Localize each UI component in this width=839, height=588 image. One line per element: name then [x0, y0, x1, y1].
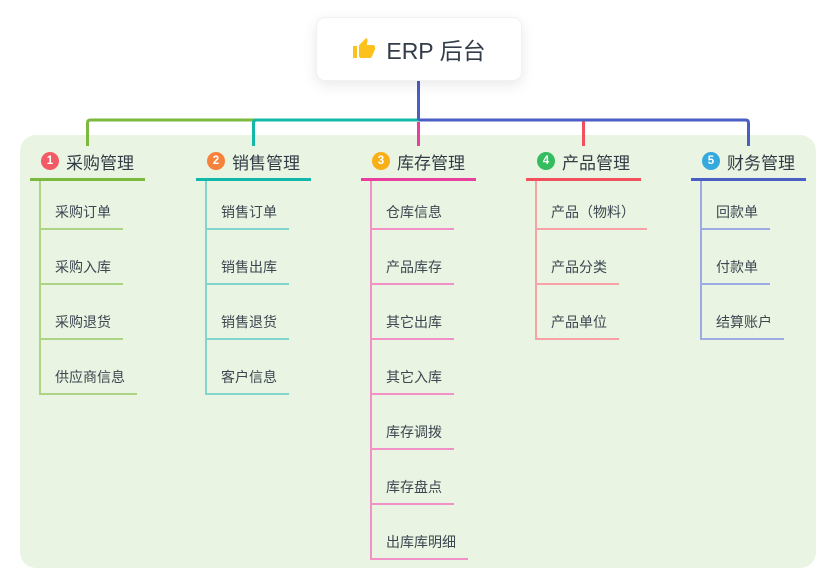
branch-number-badge: 1	[41, 152, 59, 170]
child-node[interactable]: 出库库明细	[371, 532, 468, 560]
child-node[interactable]: 供应商信息	[40, 367, 137, 395]
branch-node[interactable]: 4 产品管理	[526, 148, 641, 181]
branch-label: 库存管理	[397, 153, 465, 173]
thumbs-up-icon	[353, 38, 376, 58]
child-node[interactable]: 采购入库	[40, 257, 123, 285]
child-node[interactable]: 付款单	[701, 257, 770, 285]
branch-number-badge: 2	[207, 152, 225, 170]
branch-number-badge: 4	[537, 152, 555, 170]
branch-label: 财务管理	[727, 153, 795, 173]
branch-label: 销售管理	[232, 153, 300, 173]
root-title: ERP 后台	[386, 38, 486, 64]
root-node[interactable]: ERP 后台	[316, 17, 522, 81]
branch-node[interactable]: 5 财务管理	[691, 148, 806, 181]
child-node[interactable]: 采购退货	[40, 312, 123, 340]
child-node[interactable]: 销售退货	[206, 312, 289, 340]
child-node[interactable]: 产品（物料）	[536, 202, 647, 230]
connector	[252, 118, 419, 146]
child-node[interactable]: 产品单位	[536, 312, 619, 340]
child-node[interactable]: 销售出库	[206, 257, 289, 285]
child-node[interactable]: 客户信息	[206, 367, 289, 395]
branch-number-badge: 3	[372, 152, 390, 170]
branch-label: 产品管理	[562, 153, 630, 173]
branch-label: 采购管理	[66, 153, 134, 173]
child-node[interactable]: 仓库信息	[371, 202, 454, 230]
child-node[interactable]: 其它入库	[371, 367, 454, 395]
child-node[interactable]: 产品库存	[371, 257, 454, 285]
child-node[interactable]: 回款单	[701, 202, 770, 230]
branch-node[interactable]: 3 库存管理	[361, 148, 476, 181]
child-node[interactable]: 采购订单	[40, 202, 123, 230]
child-node[interactable]: 产品分类	[536, 257, 619, 285]
branch-node[interactable]: 2 销售管理	[196, 148, 311, 181]
child-node[interactable]: 其它出库	[371, 312, 454, 340]
branch-number-badge: 5	[702, 152, 720, 170]
connector	[418, 118, 750, 146]
connector	[86, 118, 419, 146]
child-node[interactable]: 库存盘点	[371, 477, 454, 505]
child-node[interactable]: 结算账户	[701, 312, 784, 340]
branch-node[interactable]: 1 采购管理	[30, 148, 145, 181]
branches-panel	[20, 135, 816, 568]
child-node[interactable]: 销售订单	[206, 202, 289, 230]
child-node[interactable]: 库存调拨	[371, 422, 454, 450]
